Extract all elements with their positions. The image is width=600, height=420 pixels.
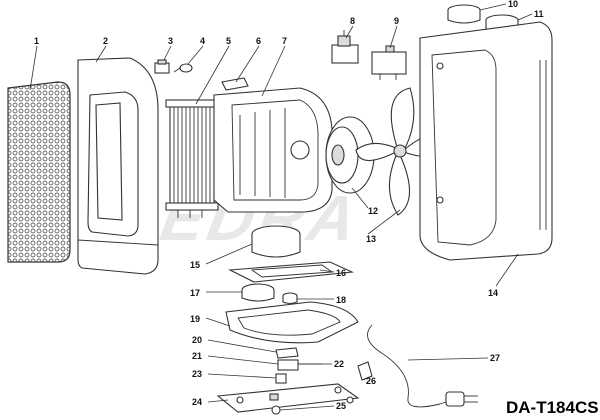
callout-9: 9 [394, 16, 399, 26]
callout-12: 12 [368, 206, 378, 216]
callout-5: 5 [226, 36, 231, 46]
callout-17: 17 [190, 288, 200, 298]
callout-27: 27 [490, 353, 500, 363]
callout-20: 20 [192, 335, 202, 345]
callout-numbers: 1 2 3 4 5 6 7 8 9 10 11 12 13 14 15 16 1… [34, 0, 544, 411]
callout-24: 24 [192, 397, 202, 407]
leader-lines [29, 3, 533, 411]
part-6-clip [221, 77, 249, 91]
part-18-coupling [282, 292, 298, 305]
callout-25: 25 [336, 401, 346, 411]
part-27-power-cord [367, 324, 478, 408]
part-10-knob [447, 4, 481, 24]
callout-18: 18 [336, 295, 346, 305]
callout-16: 16 [336, 268, 346, 278]
part-23-terminal [275, 373, 287, 384]
part-4-lamp [173, 63, 193, 73]
callout-8: 8 [350, 16, 355, 26]
callout-1: 1 [34, 36, 39, 46]
part-9-tip-switch [371, 45, 407, 80]
callout-6: 6 [256, 36, 261, 46]
part-12-motor [325, 116, 375, 194]
callout-7: 7 [282, 36, 287, 46]
callout-15: 15 [190, 260, 200, 270]
part-20-cam [275, 347, 299, 359]
part-5-heating-element [165, 99, 219, 218]
callout-22: 22 [334, 359, 344, 369]
part-1-front-grille [7, 81, 71, 263]
part-7-inner-housing [213, 87, 333, 213]
part-2-front-frame [77, 57, 159, 275]
part-14-rear-housing [419, 21, 553, 261]
callout-23: 23 [192, 369, 202, 379]
part-26-cord-clamp [357, 361, 373, 381]
part-15-bracket [251, 225, 301, 258]
callout-26: 26 [366, 376, 376, 386]
callout-10: 10 [508, 0, 518, 9]
callout-14: 14 [488, 288, 498, 298]
callout-19: 19 [190, 314, 200, 324]
part-24-bottom-cover [216, 383, 360, 413]
model-label: DA-T184CS [506, 398, 599, 417]
callout-4: 4 [200, 36, 205, 46]
part-25-screw [271, 405, 281, 415]
callout-13: 13 [366, 234, 376, 244]
callout-3: 3 [168, 36, 173, 46]
part-21-microswitch [277, 359, 299, 371]
part-3-switch [154, 59, 170, 74]
callout-21: 21 [192, 351, 202, 361]
part-8-thermostat [331, 30, 359, 64]
callout-11: 11 [534, 9, 544, 19]
part-17-rotation-motor [241, 283, 275, 302]
callout-2: 2 [103, 36, 108, 46]
part-19-base [225, 301, 359, 344]
